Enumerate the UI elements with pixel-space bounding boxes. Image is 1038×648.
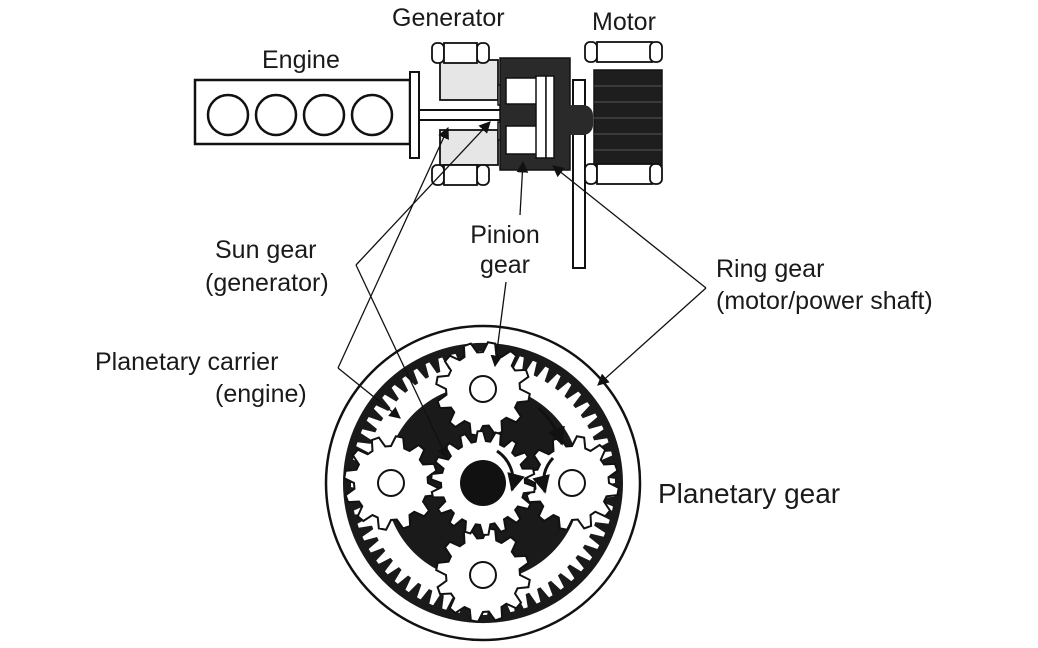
- cylinder: [254, 93, 298, 137]
- pinion-hub: [469, 561, 497, 589]
- pinion-leader-down: [490, 281, 507, 368]
- cylinder: [206, 93, 250, 137]
- ring-gear-label-line1: Ring gear: [716, 255, 824, 283]
- carrier-leader-up: [337, 126, 449, 369]
- carrier-label-line2: (engine): [215, 380, 307, 408]
- motor-body: [584, 41, 663, 185]
- ring-gear-label-line2: (motor/power shaft): [716, 287, 933, 315]
- pinion-spin-arrow: [532, 456, 555, 494]
- pinion-label-line1: Pinion: [470, 221, 540, 249]
- pinion-label-line2: gear: [480, 251, 530, 279]
- engine-block: [193, 71, 420, 159]
- planetary-gear-label: Planetary gear: [658, 478, 840, 509]
- sun-gear-shaft: [460, 460, 506, 506]
- sun-gear-label-line2: (generator): [205, 269, 329, 297]
- carrier-label-line1: Planetary carrier: [95, 348, 278, 376]
- ring-gear-leader-down: [597, 287, 707, 386]
- cylinder: [302, 93, 346, 137]
- generator-label: Generator: [392, 4, 505, 32]
- labels: Engine Generator Motor Pinion gear Sun g…: [95, 4, 933, 509]
- carrier-leader-down: [337, 367, 401, 419]
- cylinder: [350, 93, 394, 137]
- leader-lines: [337, 121, 707, 460]
- sun-gear-label-line1: Sun gear: [215, 236, 316, 264]
- sun-gear-leader-up: [355, 121, 491, 266]
- pinion-hub: [377, 469, 405, 497]
- pinion-hub: [469, 375, 497, 403]
- pinion-orbit-arrow: [537, 406, 565, 446]
- reduction-gear: [563, 105, 593, 135]
- engine-label: Engine: [262, 46, 340, 74]
- pinion-hub: [558, 469, 586, 497]
- motor-label: Motor: [592, 8, 656, 36]
- planetary-gear-set: [324, 324, 642, 642]
- pinion-leader-up: [516, 160, 529, 216]
- sun-rotation-arrow: [496, 449, 525, 492]
- drivetrain-cross-section: [193, 41, 663, 269]
- ring-gear-housing: [499, 57, 571, 171]
- ring-gear-leader-up: [552, 165, 707, 289]
